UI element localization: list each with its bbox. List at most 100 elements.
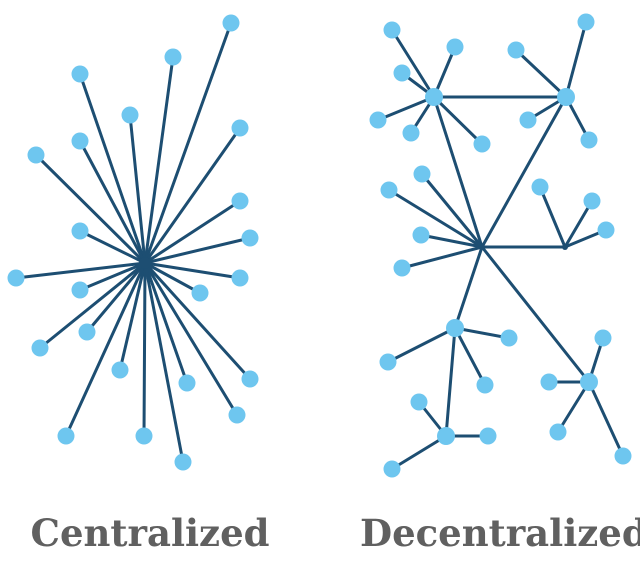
decentralized-node	[476, 376, 494, 394]
decentralized-edge	[386, 326, 457, 364]
decentralized-link	[444, 326, 457, 438]
centralized-edge	[143, 261, 239, 417]
decentralized-node	[393, 64, 411, 82]
centralized-node	[71, 281, 89, 299]
centralized-edge	[78, 261, 147, 292]
decentralized-link	[480, 95, 568, 249]
decentralized-network	[369, 13, 632, 478]
decentralized-node	[473, 135, 491, 153]
centralized-node	[121, 106, 139, 124]
decentralized-edge	[514, 48, 568, 99]
decentralized-link	[480, 245, 591, 384]
decentralized-node	[580, 131, 598, 149]
decentralized-node	[583, 192, 601, 210]
decentralized-node	[614, 447, 632, 465]
centralized-edge	[85, 261, 147, 334]
centralized-node	[231, 119, 249, 137]
decentralized-hub	[437, 427, 455, 445]
centralized-node	[174, 453, 192, 471]
centralized-edge	[143, 261, 202, 295]
decentralized-node	[577, 13, 595, 31]
centralized-edge	[38, 261, 147, 350]
decentralized-hub	[580, 373, 598, 391]
centralized-node	[164, 48, 182, 66]
decentralized-edges	[376, 20, 625, 471]
decentralized-node	[446, 38, 464, 56]
centralized-edge	[143, 236, 252, 265]
decentralized-node	[412, 226, 430, 244]
decentralized-link	[453, 245, 484, 330]
centralized-node	[135, 427, 153, 445]
decentralized-label: Decentralized	[360, 511, 640, 555]
decentralized-edge	[419, 233, 484, 249]
decentralized-node	[540, 373, 558, 391]
decentralized-node	[594, 329, 612, 347]
decentralized-junction	[479, 244, 485, 250]
centralized-nodes	[7, 14, 259, 471]
decentralized-edge	[564, 20, 588, 99]
decentralized-node	[549, 423, 567, 441]
decentralized-node	[393, 259, 411, 277]
decentralized-edge	[376, 95, 436, 122]
decentralized-link	[432, 95, 484, 249]
decentralized-edge	[390, 434, 448, 471]
centralized-edge	[143, 261, 252, 381]
decentralized-edge	[587, 380, 625, 458]
centralized-edge	[78, 229, 147, 265]
decentralized-node	[410, 393, 428, 411]
decentralized-edge	[453, 326, 487, 387]
centralized-node	[241, 370, 259, 388]
decentralized-hub	[446, 319, 464, 337]
centralized-edges	[14, 21, 252, 464]
centralized-node	[178, 374, 196, 392]
decentralized-edge	[400, 245, 484, 270]
centralized-edge	[143, 261, 189, 385]
centralized-edge	[143, 21, 233, 265]
centralized-hub	[139, 257, 151, 269]
decentralized-node	[380, 181, 398, 199]
centralized-node	[231, 192, 249, 210]
centralized-network	[7, 14, 259, 471]
centralized-node	[78, 323, 96, 341]
centralized-edge	[118, 261, 147, 372]
decentralized-node	[500, 329, 518, 347]
decentralized-edge	[563, 199, 594, 249]
centralized-node	[71, 65, 89, 83]
centralized-edge	[14, 261, 147, 280]
decentralized-node	[413, 165, 431, 183]
centralized-node	[222, 14, 240, 32]
decentralized-node	[379, 353, 397, 371]
centralized-edge	[34, 153, 147, 265]
centralized-node	[231, 269, 249, 287]
centralized-label: Centralized	[30, 511, 270, 555]
centralized-edge	[78, 72, 147, 265]
centralized-node	[7, 269, 25, 287]
decentralized-node	[597, 221, 615, 239]
centralized-edge	[143, 261, 242, 280]
decentralized-node	[402, 124, 420, 142]
decentralized-edge	[432, 95, 484, 146]
centralized-node	[31, 339, 49, 357]
decentralized-node	[531, 178, 549, 196]
decentralized-edge	[390, 28, 436, 99]
centralized-edge	[143, 261, 185, 464]
decentralized-node	[519, 111, 537, 129]
centralized-edge	[78, 139, 147, 265]
decentralized-edge	[387, 188, 484, 249]
decentralized-nodes	[369, 13, 632, 478]
decentralized-node	[383, 21, 401, 39]
centralized-node	[111, 361, 129, 379]
centralized-edge	[128, 113, 147, 265]
decentralized-hub	[557, 88, 575, 106]
centralized-node	[27, 146, 45, 164]
decentralized-node	[479, 427, 497, 445]
centralized-edge	[143, 126, 242, 265]
centralized-node	[71, 222, 89, 240]
centralized-node	[191, 284, 209, 302]
decentralized-edge	[556, 380, 591, 434]
centralized-edge	[142, 261, 147, 438]
decentralized-hub	[425, 88, 443, 106]
centralized-node	[228, 406, 246, 424]
decentralized-edge	[420, 172, 484, 249]
